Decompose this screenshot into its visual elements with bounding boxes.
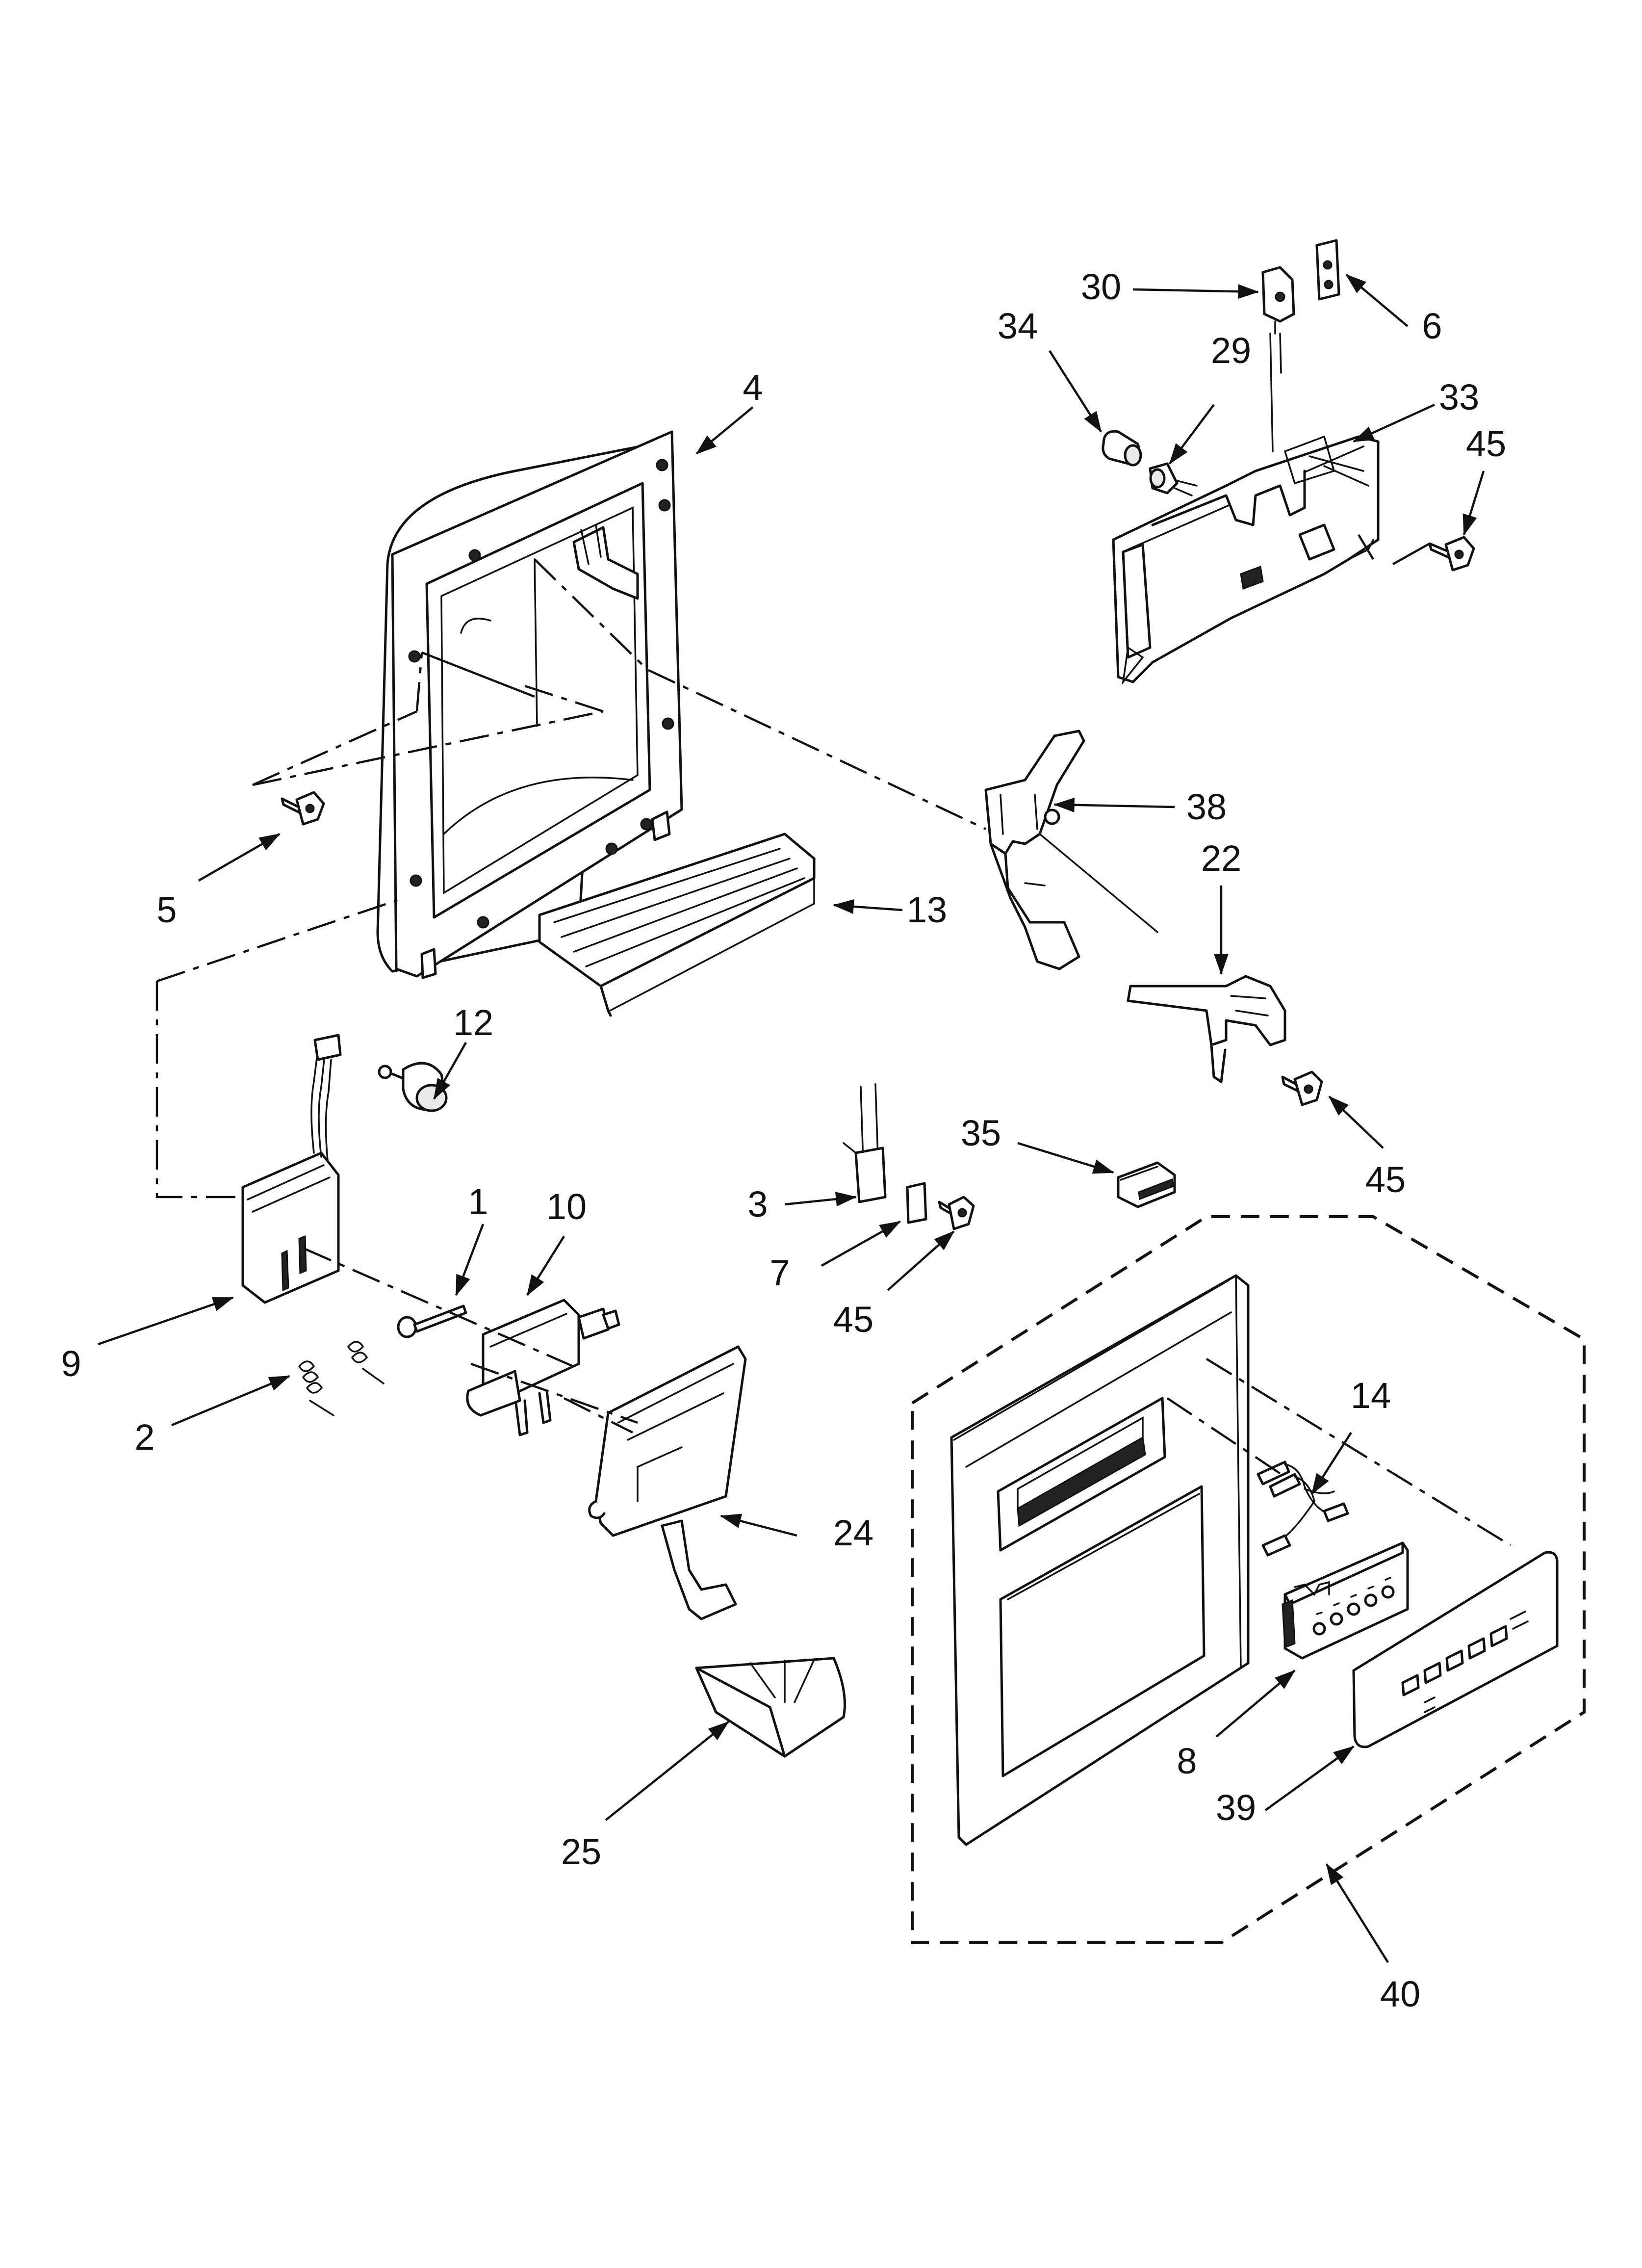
callout-39: 39 xyxy=(1216,1787,1256,1828)
part-38-actuator-arm xyxy=(984,730,1085,970)
callout-2: 2 xyxy=(134,1417,154,1458)
overlay-buttons xyxy=(1401,1611,1529,1713)
part-2-springs xyxy=(298,1341,385,1416)
callout-3: 3 xyxy=(747,1184,768,1225)
callout-45-middle: 45 xyxy=(833,1299,873,1340)
leader-arrows xyxy=(98,274,1485,1963)
callout-45-right: 45 xyxy=(1365,1159,1406,1200)
part-30-switch xyxy=(1261,266,1295,452)
callout-14: 14 xyxy=(1351,1375,1391,1416)
callout-40: 40 xyxy=(1380,1974,1420,2014)
callout-labels: 4 5 13 38 22 45 12 1 10 9 2 24 25 3 7 45… xyxy=(61,266,1506,2014)
part-22-lever xyxy=(1127,975,1286,1083)
callout-7: 7 xyxy=(770,1252,790,1293)
part-5-screw xyxy=(281,791,325,826)
callout-10: 10 xyxy=(546,1186,587,1227)
explode-lines xyxy=(155,534,1512,1546)
control-board-buttons xyxy=(1312,1577,1395,1636)
part-13-drip-tray xyxy=(538,833,816,1017)
part-33-bracket xyxy=(1112,435,1380,685)
callout-22: 22 xyxy=(1201,838,1241,879)
housing-screw-holes xyxy=(408,459,674,929)
part-3-clip xyxy=(843,1083,887,1203)
part-45-screw-right xyxy=(1281,1070,1323,1106)
callout-34: 34 xyxy=(998,306,1038,346)
callout-6-label: 6 xyxy=(1422,306,1442,346)
part-39-overlay xyxy=(1352,1551,1559,1748)
part-8-control-board xyxy=(1282,1541,1409,1660)
callout-1: 1 xyxy=(468,1181,488,1222)
callout-12: 12 xyxy=(453,1002,493,1043)
part-29-socket xyxy=(1149,462,1198,496)
part-14-wire-harness xyxy=(1257,1460,1349,1557)
callout-30: 30 xyxy=(1081,266,1121,307)
callout-29: 29 xyxy=(1211,330,1251,371)
callout-38: 38 xyxy=(1186,786,1227,827)
callout-8: 8 xyxy=(1177,1741,1197,1781)
callout-35: 35 xyxy=(961,1113,1001,1153)
part-24-chute-door xyxy=(588,1345,747,1620)
callout-4: 4 xyxy=(743,367,763,408)
part-40-boundary xyxy=(911,1215,1586,1944)
part-34-bulb xyxy=(1102,430,1142,467)
callout-13: 13 xyxy=(907,889,947,930)
callout-24: 24 xyxy=(833,1512,873,1553)
part-45-screw-top-right xyxy=(1428,536,1475,572)
callout-45-top-right: 45 xyxy=(1466,423,1506,464)
callout-9: 9 xyxy=(61,1343,81,1384)
part-25-ice-guide xyxy=(695,1657,846,1758)
part-35-connector xyxy=(1117,1161,1176,1208)
callout-25: 25 xyxy=(561,1831,601,1872)
part-40-front-panel-assembly xyxy=(950,1274,1250,1846)
callout-5: 5 xyxy=(156,889,177,930)
part-9-actuator-block xyxy=(241,1034,342,1304)
callout-33: 33 xyxy=(1439,377,1479,417)
part-12-solenoid xyxy=(378,1062,448,1112)
part-6-insulator xyxy=(1315,239,1340,301)
part-45-screw-middle xyxy=(938,1196,975,1230)
part-1-pin xyxy=(397,1304,467,1338)
part-10-flap-assembly xyxy=(466,1299,620,1436)
part-7-shim xyxy=(906,1182,927,1224)
